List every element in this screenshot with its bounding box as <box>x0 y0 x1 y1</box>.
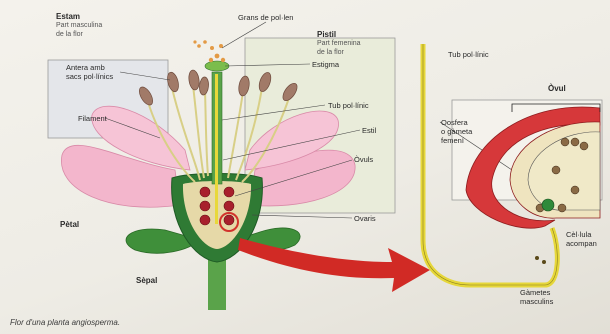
label-pistil-sub: Part femenina de la flor <box>317 39 361 57</box>
label-estam: Estam <box>56 12 80 21</box>
label-tub-right: Tub pol·línic <box>448 50 489 59</box>
label-estil: Estil <box>362 126 376 135</box>
label-antera: Antera amb sacs pol·línics <box>66 63 113 81</box>
egg-cell <box>542 199 554 211</box>
label-estigma: Estigma <box>312 60 339 69</box>
label-grans: Grans de pol·len <box>238 13 293 22</box>
zoom-arrow <box>238 238 430 292</box>
label-gametes: Gàmetes masculins <box>520 288 553 306</box>
label-pistil: Pistil <box>317 30 336 39</box>
pollen-tube-inner <box>215 74 218 224</box>
label-cellula: Cèl·lula acompan <box>566 230 597 248</box>
label-filament: Filament <box>78 114 107 123</box>
label-ovaris: Ovaris <box>354 214 376 223</box>
figure-caption: Flor d'una planta angiosperma. <box>10 318 120 327</box>
stem <box>208 255 226 310</box>
label-oosfera: Oosfera o gàmeta femení <box>441 118 472 145</box>
label-ovuls: Òvuls <box>354 155 373 164</box>
label-sepal: Sèpal <box>136 276 157 285</box>
label-tub-left: Tub pol·línic <box>328 101 369 110</box>
label-petal: Pètal <box>60 220 79 229</box>
label-estam-sub: Part masculina de la flor <box>56 21 102 39</box>
label-ovul: Òvul <box>548 84 566 93</box>
